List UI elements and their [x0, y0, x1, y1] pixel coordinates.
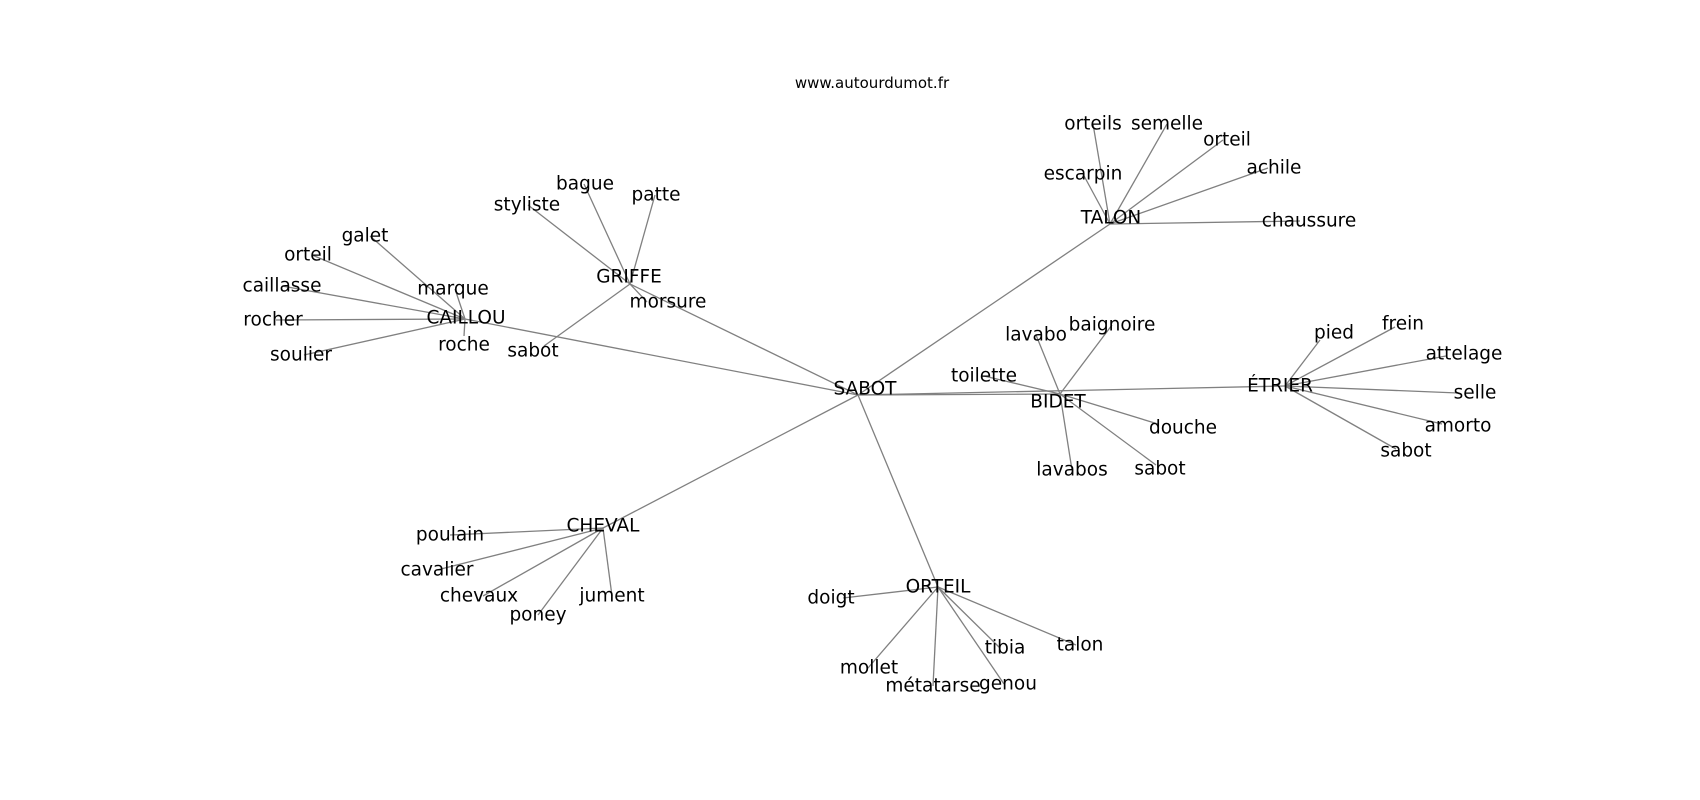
edge-cheval-poney	[537, 527, 604, 616]
leaf-node-orteil-mollet: mollet	[840, 658, 898, 679]
edge-orteil-doigt	[842, 586, 939, 599]
edge-caillou-rocher	[275, 318, 466, 321]
edge-griffe-patte	[629, 194, 656, 285]
edge-talon-chaussure	[1109, 220, 1301, 225]
edge-etrier-pied	[1284, 339, 1321, 387]
hub-node-talon: TALON	[1080, 208, 1142, 229]
root-node-sabot: SABOT	[834, 379, 898, 400]
edge-sabot-etrier	[857, 385, 1286, 396]
edge-talon-escarpin	[1082, 173, 1111, 225]
hub-node-orteil: ORTEIL	[906, 577, 972, 598]
leaf-node-bidet-sabot: sabot	[1134, 459, 1185, 480]
edge-talon-semelle	[1109, 123, 1168, 225]
edge-caillou-galet	[369, 235, 466, 320]
edge-sabot-orteil	[857, 394, 939, 588]
leaf-node-caillou-roche: roche	[438, 335, 490, 356]
leaf-node-talon-achile: achile	[1247, 158, 1302, 179]
leaf-node-etrier-sabot: sabot	[1380, 441, 1431, 462]
edges-layer	[275, 123, 1459, 687]
leaf-node-bidet-lavabo: lavabo	[1005, 325, 1067, 346]
edge-etrier-amorto	[1284, 385, 1443, 425]
leaf-node-orteil-tibia: tibia	[985, 638, 1026, 659]
edge-bidet-sabot	[1059, 393, 1157, 466]
hub-node-bidet: BIDET	[1030, 392, 1086, 413]
leaf-node-talon-orteils: orteils	[1064, 114, 1121, 135]
edge-griffe-sabot	[543, 283, 631, 347]
edge-cheval-poulain	[449, 527, 604, 536]
edge-caillou-roche	[463, 318, 466, 337]
leaf-node-bidet-toilette: toilette	[951, 366, 1017, 387]
leaf-node-orteil-metatarse: métatarse	[885, 676, 980, 697]
leaf-node-talon-escarpin: escarpin	[1044, 164, 1123, 185]
edge-sabot-talon	[857, 223, 1111, 396]
leaf-node-etrier-frein: frein	[1382, 314, 1424, 335]
edge-griffe-morsure	[629, 283, 648, 303]
edge-sabot-griffe	[629, 283, 859, 396]
leaf-node-etrier-pied: pied	[1314, 323, 1354, 344]
leaf-node-etrier-amorto: amorto	[1425, 416, 1492, 437]
nodes-layer: SABOT CAILLOU galet orteil caillasse marque ro…	[243, 114, 1503, 697]
leaf-node-caillou-marque: marque	[417, 279, 489, 300]
edge-cheval-cavalier	[436, 527, 604, 571]
hub-node-etrier: ÉTRIER	[1247, 375, 1313, 397]
leaf-node-griffe-bague: bague	[556, 174, 614, 195]
leaf-node-griffe-sabot: sabot	[507, 341, 558, 362]
edge-griffe-bague	[583, 183, 631, 285]
leaf-node-caillou-galet: galet	[342, 226, 389, 247]
leaf-node-bidet-lavabos: lavabos	[1036, 460, 1107, 481]
edge-bidet-lavabo	[1035, 334, 1061, 395]
leaf-node-etrier-selle: selle	[1454, 383, 1497, 404]
source-label: www.autourdumot.fr	[795, 74, 950, 92]
edge-orteil-genou	[937, 586, 1005, 685]
edge-cheval-chevaux	[482, 527, 604, 597]
edge-griffe-styliste	[527, 204, 631, 285]
edge-bidet-baignoire	[1059, 324, 1113, 395]
hub-node-griffe: GRIFFE	[596, 267, 662, 288]
leaf-node-caillou-orteil: orteil	[284, 245, 332, 266]
edge-caillou-soulier	[303, 318, 466, 356]
leaf-node-griffe-morsure: morsure	[630, 292, 707, 313]
leaf-node-caillou-rocher: rocher	[243, 310, 303, 331]
edge-bidet-douche	[1059, 393, 1159, 425]
leaf-node-caillou-soulier: soulier	[270, 345, 332, 366]
edge-sabot-caillou	[464, 318, 859, 396]
leaf-node-cheval-cavalier: cavalier	[400, 560, 473, 581]
edge-orteil-mollet	[867, 586, 939, 669]
leaf-node-etrier-attelage: attelage	[1426, 344, 1503, 365]
edge-cheval-jument	[602, 527, 613, 597]
leaf-node-cheval-chevaux: chevaux	[440, 586, 518, 607]
leaf-node-orteil-genou: genou	[979, 674, 1037, 695]
edge-orteil-talon	[937, 586, 1077, 646]
hub-node-caillou: CAILLOU	[426, 308, 505, 329]
leaf-node-talon-semelle: semelle	[1131, 114, 1203, 135]
edge-sabot-cheval	[602, 394, 859, 529]
edge-orteil-metatarse	[932, 586, 939, 687]
edge-etrier-frein	[1284, 326, 1396, 387]
leaf-node-cheval-jument: jument	[578, 586, 644, 607]
edge-bidet-lavabos	[1059, 393, 1073, 471]
leaf-node-griffe-styliste: styliste	[494, 195, 560, 216]
edge-talon-orteils	[1092, 123, 1111, 225]
leaf-node-talon-orteil: orteil	[1203, 130, 1251, 151]
edge-talon-orteil	[1109, 139, 1224, 225]
edge-etrier-attelage	[1284, 355, 1447, 387]
leaf-node-talon-chaussure: chaussure	[1262, 211, 1357, 232]
leaf-node-cheval-poulain: poulain	[416, 525, 484, 546]
leaf-node-bidet-douche: douche	[1149, 418, 1217, 439]
edge-talon-achile	[1109, 167, 1269, 225]
leaf-node-orteil-doigt: doigt	[807, 588, 854, 609]
edge-caillou-caillasse	[281, 285, 466, 320]
edge-etrier-selle	[1284, 385, 1459, 394]
hub-node-cheval: CHEVAL	[567, 516, 641, 537]
leaf-node-orteil-talon: talon	[1057, 635, 1104, 656]
leaf-node-bidet-baignoire: baignoire	[1069, 315, 1156, 336]
edge-caillou-orteil	[311, 254, 466, 320]
edge-caillou-marque	[454, 288, 466, 320]
leaf-node-griffe-patte: patte	[632, 185, 681, 206]
edge-orteil-tibia	[937, 586, 1001, 649]
leaf-node-cheval-poney: poney	[509, 605, 566, 626]
edge-etrier-sabot	[1284, 385, 1397, 450]
leaf-node-caillou-caillasse: caillasse	[243, 276, 322, 297]
